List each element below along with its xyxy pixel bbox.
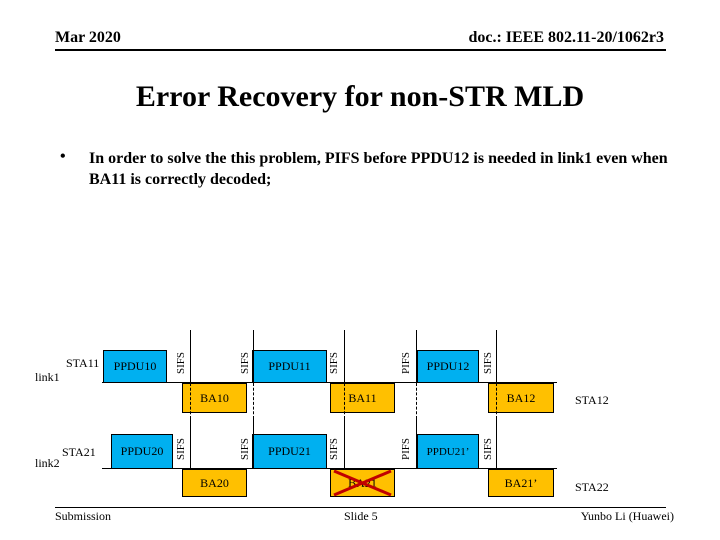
link1-ba-10: BA10 [182, 383, 247, 413]
link2-gap-line [253, 416, 254, 469]
link-alignment-guide [253, 383, 254, 419]
link1-gap-sifs: SIFS [328, 351, 340, 375]
link1-timeline [102, 382, 557, 383]
link1-ba-12: BA12 [488, 383, 554, 413]
link1-gap-pifs: PIFS [400, 351, 412, 375]
link2-gap-line [344, 416, 345, 469]
link1-ba-11: BA11 [330, 383, 395, 413]
link2-ppdu-20: PPDU20 [111, 434, 173, 469]
link1-gap-line [344, 330, 345, 383]
bullet-marker: • [60, 148, 66, 165]
link2-ba-21-failed: BA21 [330, 469, 395, 497]
link2-ppdu-21: PPDU21 [252, 434, 327, 469]
link2-ppdu-21-prime: PPDU21’ [417, 434, 479, 469]
link-alignment-guide [190, 383, 191, 419]
footer-submission: Submission [55, 509, 112, 523]
link2-gap-line [496, 416, 497, 469]
header-doc-id: doc.: IEEE 802.11-20/1062r3 [468, 29, 664, 46]
link1-gap-sifs: SIFS [175, 351, 187, 375]
footer-rule [55, 507, 666, 508]
link-alignment-guide [416, 383, 417, 419]
failed-cross-icon [333, 469, 392, 497]
link1-gap-line [253, 330, 254, 383]
link2-label: link2 [35, 456, 60, 470]
link2-timeline [102, 468, 557, 469]
link2-ba-20: BA20 [182, 469, 247, 497]
bullet-text: In order to solve the this problem, PIFS… [89, 150, 668, 188]
slide-title: Error Recovery for non-STR MLD [135, 80, 585, 113]
link2-gap-pifs: PIFS [400, 437, 412, 461]
link1-sta-rx: STA12 [575, 393, 609, 407]
link1-sta-tx: STA11 [66, 356, 100, 370]
header-rule [55, 49, 666, 51]
link1-ppdu-11: PPDU11 [252, 350, 327, 383]
link-alignment-guide [344, 383, 345, 419]
link1-label: link1 [35, 370, 60, 384]
link2-gap-sifs: SIFS [175, 437, 187, 461]
link2-sta-rx: STA22 [575, 480, 609, 494]
link1-gap-line [496, 330, 497, 383]
link2-gap-sifs: SIFS [482, 437, 494, 461]
link1-gap-line [416, 330, 417, 383]
link2-ba-21-prime: BA21’ [488, 469, 554, 497]
link1-gap-line [190, 330, 191, 383]
footer-slide-number: Slide 5 [344, 509, 378, 523]
header-date: Mar 2020 [55, 29, 121, 46]
link2-gap-sifs: SIFS [328, 437, 340, 461]
link1-ppdu-10: PPDU10 [103, 350, 167, 383]
link-alignment-guide [496, 383, 497, 419]
link1-ppdu-12: PPDU12 [417, 350, 479, 383]
link1-gap-sifs: SIFS [482, 351, 494, 375]
footer-author: Yunbo Li (Huawei) [580, 509, 674, 523]
link2-sta-tx: STA21 [62, 445, 96, 459]
link2-gap-line [416, 416, 417, 469]
link2-gap-sifs: SIFS [239, 437, 251, 461]
link2-gap-line [190, 416, 191, 469]
link1-gap-sifs: SIFS [239, 351, 251, 375]
